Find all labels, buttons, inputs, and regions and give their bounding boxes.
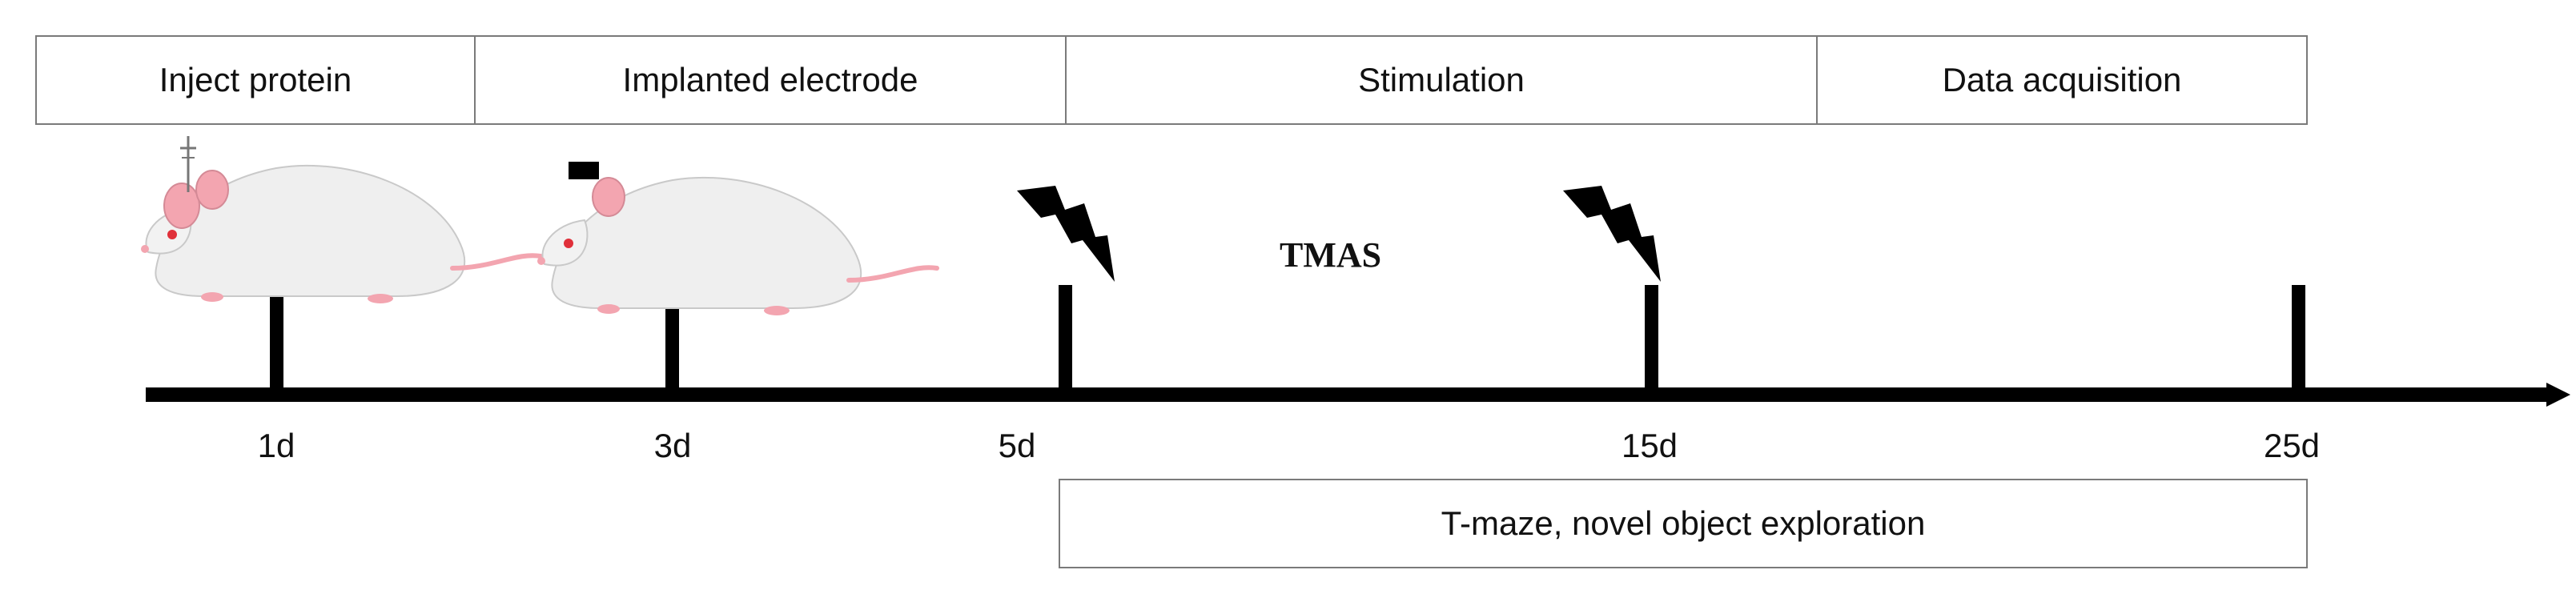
tick-15d [1645,285,1658,397]
phase-label-acquisition: Data acquisition [1942,61,2182,98]
phase-box-acquisition: Data acquisition [1816,35,2308,125]
day-label-3d: 3d [653,427,692,464]
electrode-block [569,162,599,179]
behavior-test-box: T-maze, novel object exploration [1059,479,2308,568]
phase-label-inject: Inject protein [159,61,352,98]
day-label-15d: 15d [1621,427,1678,464]
tick-25d [2292,285,2305,397]
mouse-injection-icon [141,136,543,303]
phase-box-implant: Implanted electrode [474,35,1067,125]
phase-box-stimulation: Stimulation [1065,35,1818,125]
lightning-icon-5d [1017,186,1115,282]
lightning-icon-15d [1563,186,1661,282]
mouse-electrode-icon [537,162,939,315]
tmas-annotation: TMAS [1280,235,1382,275]
tick-5d [1059,285,1072,397]
phase-label-implant: Implanted electrode [622,61,918,98]
day-label-1d: 1d [257,427,295,464]
day-label-5d: 5d [998,427,1036,464]
tick-3d [665,285,679,397]
timeline-arrowhead [2546,383,2570,407]
phase-box-inject: Inject protein [35,35,476,125]
phase-label-stimulation: Stimulation [1358,61,1525,98]
day-label-25d: 25d [2263,427,2321,464]
tick-1d [270,285,283,397]
behavior-test-label: T-maze, novel object exploration [1441,504,1926,542]
